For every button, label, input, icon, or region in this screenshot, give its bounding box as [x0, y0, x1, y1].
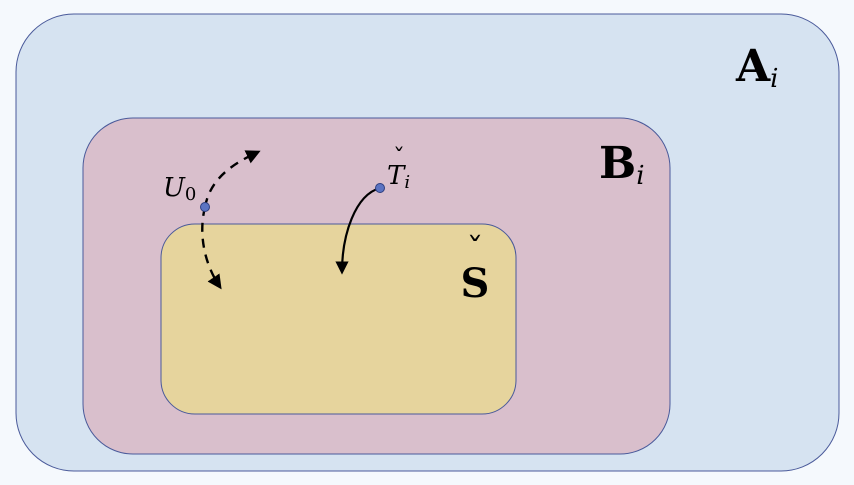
set-b-letter: B — [599, 138, 636, 189]
set-s-letter: S — [461, 260, 490, 307]
point-ti-letter: T — [387, 161, 406, 191]
point-u0-label: U0 — [163, 173, 196, 205]
set-b-subscript: i — [636, 161, 644, 191]
set-s-accent: ˇ — [467, 231, 484, 271]
set-b-label: Bi — [599, 138, 645, 191]
point-u0-letter: U — [163, 173, 186, 203]
point-ti-accent: ˇ — [393, 144, 405, 172]
point-u0-dot — [200, 202, 210, 212]
dashed-trajectory-arrow — [203, 150, 261, 208]
point-u0-subscript: 0 — [185, 184, 196, 205]
point-ti-label: Ti — [387, 161, 410, 193]
set-a-label: Ai — [735, 41, 778, 94]
point-ti-subscript: i — [404, 172, 410, 193]
point-ti-dot — [375, 183, 385, 193]
solid-trajectory-arrow — [335, 186, 381, 275]
set-a-letter: A — [735, 41, 771, 92]
set-s-region — [160, 223, 517, 415]
set-a-subscript: i — [770, 64, 778, 94]
dashed-trajectory-arrow-down — [201, 206, 222, 290]
